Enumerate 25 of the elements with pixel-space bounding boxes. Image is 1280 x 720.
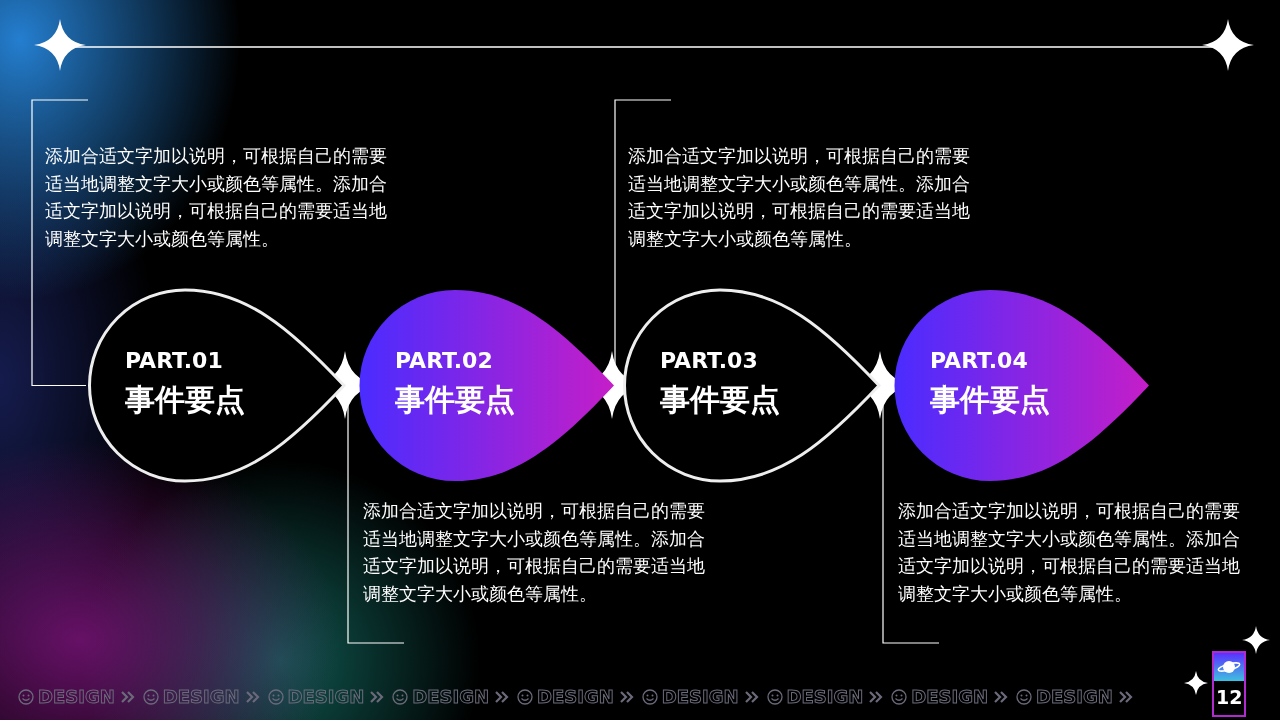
description-text: 添加合适文字加以说明，可根据自己的需要适当地调整文字大小或颜色等属性。添加合适文字加以说明，可根据自己的需要适当地调整文字大小或颜色等属性。 xyxy=(898,499,1241,606)
teardrop-shape xyxy=(85,288,347,483)
leader-line xyxy=(31,99,89,387)
part-number: PART.02 xyxy=(395,348,493,373)
pattern-text: DESIGN xyxy=(537,686,614,707)
description-text: 添加合适文字加以说明，可根据自己的需要适当地调整文字大小或颜色等属性。添加合适文字加以说明，可根据自己的需要适当地调整文字大小或颜色等属性。 xyxy=(363,499,706,606)
pattern-text: DESIGN xyxy=(412,686,489,707)
node-title: 事件要点 xyxy=(930,381,1050,419)
description-text: 添加合适文字加以说明，可根据自己的需要适当地调整文字大小或颜色等属性。添加合适文字加以说明，可根据自己的需要适当地调整文字大小或颜色等属性。 xyxy=(45,144,388,251)
pattern-text: DESIGN xyxy=(38,686,115,707)
pattern-text: DESIGN xyxy=(786,686,864,707)
description-text: 添加合适文字加以说明，可根据自己的需要适当地调整文字大小或颜色等属性。添加合适文字加以说明，可根据自己的需要适当地调整文字大小或颜色等属性。 xyxy=(628,144,971,251)
pattern-text: DESIGN xyxy=(1036,686,1113,707)
part-number: PART.03 xyxy=(660,348,758,373)
node-title: 事件要点 xyxy=(395,381,515,419)
node-title: 事件要点 xyxy=(660,381,780,419)
page-number: 12 xyxy=(1216,686,1242,708)
node-title: 事件要点 xyxy=(125,381,245,419)
teardrop-shape xyxy=(620,288,882,483)
pattern-text: DESIGN xyxy=(162,686,240,707)
pattern-text: DESIGN xyxy=(661,686,739,707)
part-number: PART.01 xyxy=(125,348,223,373)
pattern-text: DESIGN xyxy=(287,686,365,707)
part-number: PART.04 xyxy=(930,348,1028,373)
pattern-text: DESIGN xyxy=(911,686,988,707)
